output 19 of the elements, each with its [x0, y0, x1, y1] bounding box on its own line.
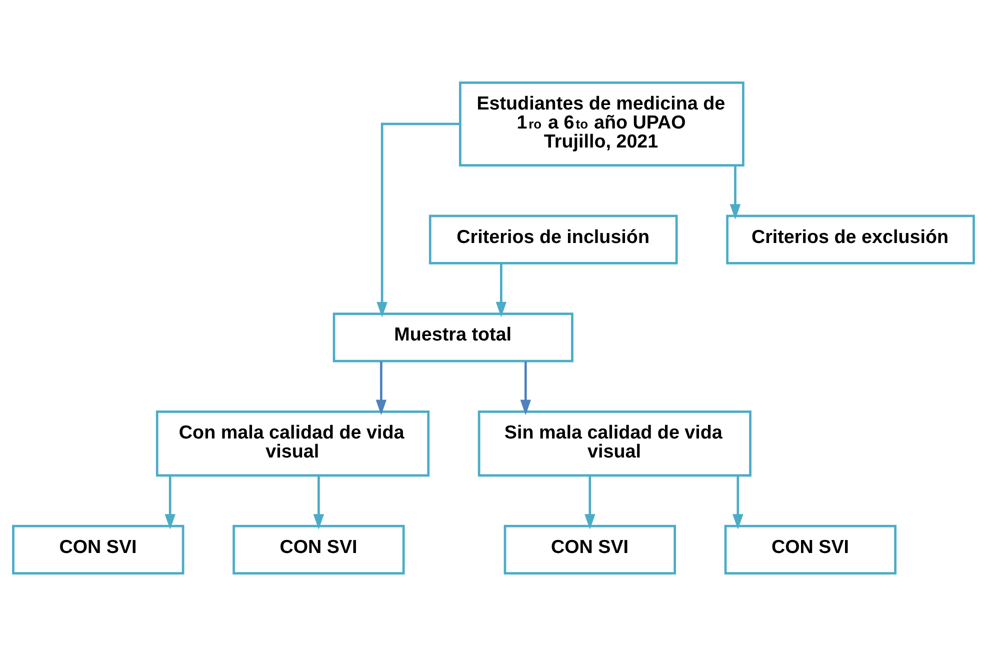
arrow — [376, 361, 387, 415]
arrow — [730, 164, 741, 219]
arrow — [313, 474, 324, 530]
node-box: CON SVI — [724, 524, 896, 574]
arrow — [376, 122, 460, 317]
node-box: Criterios de inclusión — [428, 214, 678, 264]
node-box: CON SVI — [12, 524, 184, 574]
node-box: CON SVI — [232, 524, 405, 574]
node-box: Sin mala calidad de vida visual — [478, 410, 752, 476]
arrow — [496, 262, 507, 317]
arrow — [164, 474, 176, 530]
arrow — [732, 474, 744, 530]
node-box: Con mala calidad de vida visual — [156, 410, 430, 476]
node-box: Criterios de exclusión — [726, 214, 975, 264]
node-box: Estudiantes de medicina de 1ro a 6to año UPAO Trujillo, 2021 — [459, 81, 744, 166]
arrow — [584, 474, 596, 530]
node-box: CON SVI — [504, 524, 676, 574]
node-box: Muestra total — [332, 312, 574, 362]
arrow — [520, 361, 532, 415]
